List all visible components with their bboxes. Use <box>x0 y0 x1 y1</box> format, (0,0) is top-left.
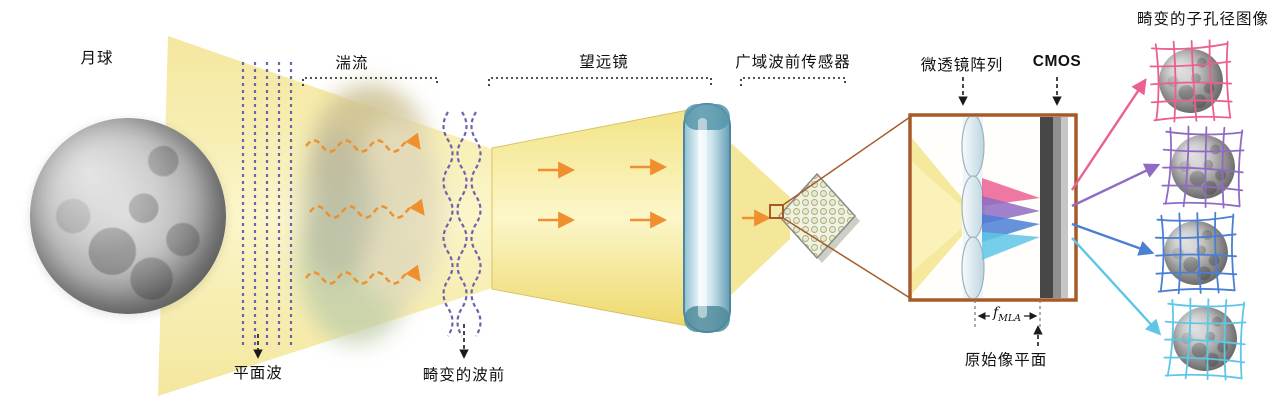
beam-direction-arrows <box>538 158 772 229</box>
telescope-label: 望远镜 <box>579 54 629 71</box>
focal-length-subscript: MLA <box>998 312 1022 324</box>
subaperture-image-purple <box>1160 124 1246 210</box>
distortion-grid-blue <box>1154 211 1238 295</box>
turbulence-propagation-arrows <box>305 132 425 285</box>
wavefront-sensor-label: 广域波前传感器 <box>735 54 851 71</box>
label-brackets <box>302 77 846 86</box>
image-plane-label: 原始像平面 <box>964 352 1048 369</box>
microlens-array-label: 微透镜阵列 <box>920 57 1004 74</box>
subaperture-image-cyan <box>1162 296 1248 382</box>
microlens <box>961 117 985 178</box>
cmos-label: CMOS <box>1032 53 1082 70</box>
plane-wave-label: 平面波 <box>233 365 283 382</box>
distorted-wavefront-label: 畸变的波前 <box>422 367 506 384</box>
subaperture-arrows <box>1071 78 1162 336</box>
moon-image <box>30 118 226 314</box>
distortion-grid-pink <box>1148 38 1234 124</box>
subaperture-images-label: 畸变的子孔径图像 <box>1136 11 1269 28</box>
plane-wavefronts <box>241 62 293 348</box>
distorted-wavefronts <box>442 111 482 337</box>
turbulence-cloud <box>298 84 444 344</box>
ray-fan-cyan <box>982 232 1040 260</box>
telescope-lens <box>683 103 731 333</box>
inset-content <box>912 117 1068 298</box>
subaperture-image-pink <box>1148 38 1234 124</box>
ray-fan-pink <box>982 178 1040 206</box>
microlens <box>961 175 985 239</box>
moon-label: 月球 <box>80 50 114 67</box>
subaperture-image-blue <box>1154 211 1238 295</box>
cmos-sensor-strip <box>1040 117 1053 298</box>
fmla-label: fMLA <box>989 305 1025 327</box>
turbulence-label: 湍流 <box>335 55 369 72</box>
label-arrows <box>253 77 1062 359</box>
wavefront-sensor-array <box>777 172 860 263</box>
distortion-grid-cyan <box>1162 296 1248 382</box>
microlens <box>961 236 985 298</box>
distortion-grid-purple <box>1160 124 1246 210</box>
zoom-indicator <box>769 116 911 299</box>
